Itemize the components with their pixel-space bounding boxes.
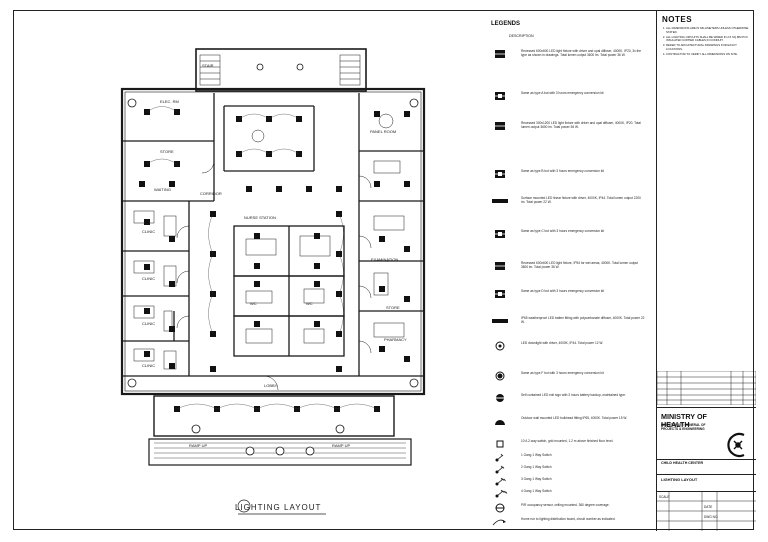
ministry-name: MINISTRY OF HEALTH [661,412,707,429]
room-label: RAMP UP [332,443,351,448]
room-label: CLINIC [142,363,156,368]
wall-light-icon [495,420,505,425]
revision-table [657,371,756,405]
title-block: NOTES ALL DIMENSIONS ARE IN MILLIMETERS … [656,11,756,531]
linear-fixture-icon [492,199,508,203]
downlight-emergency-icon [495,371,505,381]
note-item: ALL LIGHTING CIRCUITS SHALL BE WIRED IN … [666,35,754,43]
room-label: WC [306,301,313,306]
light-fixture-emergency-icon [495,92,505,100]
legend-description: Recessed 600x600 LED light fixture with … [521,49,642,58]
note-item: REFER TO ARCHITECTURAL DRAWINGS FOR EXAC… [666,44,754,51]
switch-4-icon [495,489,508,498]
legend-description: Recessed 300x1200 LED light fixture with… [521,121,641,130]
room-label: WC [250,301,257,306]
downlight-icon [495,341,505,351]
switch-2way-icon [496,440,504,448]
legend-description: Outdoor wall mounted LED bulkhead fittin… [521,416,628,420]
legend-description: IP65 weatherproof LED batten fitting wit… [521,316,645,325]
room-label: CORRIDOR [200,191,222,196]
legend-description: 10 A 2-way switch, grid mounted, 1.2 m a… [521,439,614,443]
scale-label: SCALE [659,495,670,499]
light-fixture-600-icon [495,50,505,58]
legend-description: Same as type C but with 3 hours emergenc… [521,229,605,233]
drawing-info-grid [657,491,756,531]
note-item: ALL DIMENSIONS ARE IN MILLIMETERS UNLESS… [666,26,754,34]
drawing-number-label: DWG NO. [704,515,719,519]
legend-description: 1 Gang 1 Way Switch [521,453,552,457]
sensor-icon [495,503,505,513]
legend-header: DESCRIPTION [509,34,534,38]
legend-description: 2 Gang 1 Way Switch [521,465,552,469]
light-fixture-300-icon [495,122,505,130]
project-name: CHILD HEALTH CENTER [661,461,704,465]
switch-3-icon [495,477,506,486]
legend-description: Surface mounted LED linear fixture with … [521,196,641,205]
legend-panel: LEGENDS DESCRIPTION Recessed 600x600 LED… [474,21,654,526]
legend-description: LED downlight with driver, 4000K, IP44. … [521,341,604,345]
drawing-title: LIGHTING LAYOUT [661,477,698,482]
drawing-sheet: ELEC. RM STORE WAITING CORRIDOR CLINIC C… [13,10,756,531]
room-label: CLINIC [142,229,156,234]
plan-title: LIGHTING LAYOUT [235,503,322,512]
date-label: DATE [704,505,713,509]
notes-list: ALL DIMENSIONS ARE IN MILLIMETERS UNLESS… [662,26,754,58]
legend-description: Same as type F but with 3 hours emergenc… [521,371,604,375]
exit-sign-icon [496,394,504,402]
note-item: CONTRACTOR TO VERIFY ALL DIMENSIONS ON S… [666,52,754,57]
room-label: LOBBY [264,383,278,388]
legend-description: 4 Gang 1 Way Switch [521,489,552,493]
legend-description: Same as type B but with 3 hours emergenc… [521,169,604,173]
linear-fixture-icon [492,319,508,323]
legend-description: Home run to lighting distribution board,… [521,517,616,521]
legend-title: LEGENDS [491,21,521,27]
light-fixture-600-icon [495,262,505,270]
ministry-emblem-logo [727,432,745,458]
light-fixture-emergency-icon [495,170,505,178]
switch-2-icon [495,465,505,474]
department-name: DIRECTORATE GENERAL OF PROJECTS & ENGINE… [661,423,706,432]
room-label: NURSE STATION [244,215,276,220]
floor-plan [120,48,426,515]
room-label: WAITING [154,187,171,192]
legend-description: 3 Gang 1 Way Switch [521,477,552,481]
legend-description: Self contained LED exit sign with 3 hour… [521,393,626,397]
legend-description: Same as type D but with 3 hours emergenc… [521,289,605,293]
room-label: PHARMACY [384,337,407,342]
room-label: ELEC. RM [160,99,179,104]
legend-description: PIR occupancy sensor, ceiling mounted, 3… [521,503,610,507]
room-label: EXAMINATION [371,257,399,262]
room-label: STORE [160,149,174,154]
room-label: CLINIC [142,276,156,281]
room-label: PANEL ROOM [370,129,397,134]
light-fixture-emergency-icon [495,230,505,238]
room-label: CLINIC [142,321,156,326]
room-label: STORE [386,305,400,310]
legend-description: Recessed 600x600 LED light fixture, IP54… [521,261,639,270]
legend-description: Same as type A but with 3 hours emergenc… [521,91,604,95]
room-label: RAMP UP [189,443,208,448]
home-run-icon [492,519,506,526]
switch-1-icon [495,453,504,462]
notes-title: NOTES [662,15,693,24]
light-fixture-emergency-icon [495,290,505,298]
room-label: STAIR [202,63,214,68]
